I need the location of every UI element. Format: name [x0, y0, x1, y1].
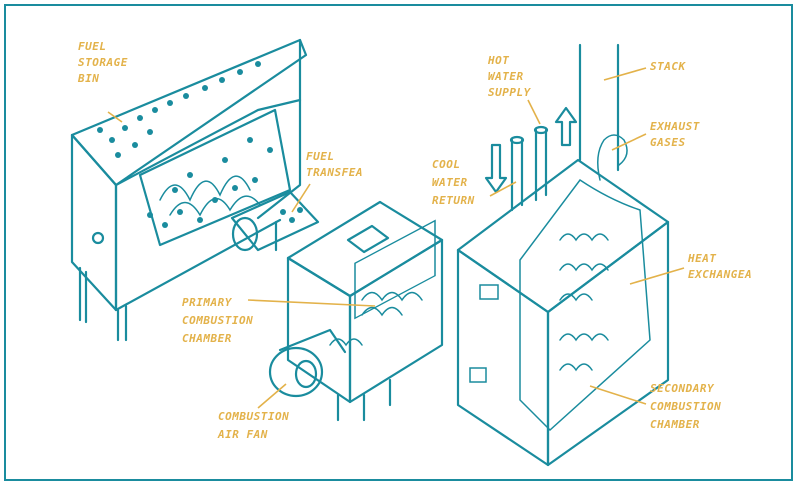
label-combustion-air-fan: COMBUSTION AIR FAN — [217, 384, 289, 441]
svg-text:AIR FAN: AIR FAN — [217, 428, 268, 441]
label-hot-water-supply: HOT WATER SUPPLY — [487, 54, 540, 124]
boiler-unit — [458, 45, 668, 465]
label-fuel-storage-bin: FUEL STORAGE BIN — [77, 40, 128, 122]
svg-text:FUEL: FUEL — [306, 150, 335, 163]
svg-text:GASES: GASES — [650, 136, 686, 149]
svg-text:STORAGE: STORAGE — [78, 56, 128, 69]
primary-combustion-chamber — [270, 202, 442, 420]
svg-text:COMBUSTION: COMBUSTION — [218, 410, 289, 423]
svg-text:BIN: BIN — [77, 72, 99, 85]
label-fuel-transfer: FUEL TRANSFEA — [292, 150, 363, 212]
svg-text:COMBUSTION: COMBUSTION — [650, 400, 721, 413]
svg-text:STACK: STACK — [650, 60, 686, 73]
svg-text:COMBUSTION: COMBUSTION — [182, 314, 253, 327]
svg-text:CHAMBER: CHAMBER — [182, 332, 232, 345]
label-secondary-combustion-chamber: SECONDARY COMBUSTION CHAMBER — [590, 382, 721, 431]
fuel-storage-bin — [72, 40, 318, 340]
svg-text:HOT: HOT — [487, 54, 509, 67]
svg-text:RETURN: RETURN — [432, 194, 475, 207]
svg-text:EXCHANGEA: EXCHANGEA — [688, 268, 752, 281]
svg-text:SECONDARY: SECONDARY — [650, 382, 715, 395]
svg-text:COOL: COOL — [432, 158, 461, 171]
svg-text:WATER: WATER — [432, 176, 468, 189]
svg-text:HEAT: HEAT — [687, 252, 717, 265]
svg-text:FUEL: FUEL — [78, 40, 107, 53]
svg-text:TRANSFEA: TRANSFEA — [306, 166, 363, 179]
label-primary-combustion-chamber: PRIMARY COMBUSTION CHAMBER — [182, 296, 375, 345]
svg-text:CHAMBER: CHAMBER — [650, 418, 700, 431]
label-exhaust-gases: EXHAUST GASES — [612, 120, 700, 150]
svg-text:PRIMARY: PRIMARY — [182, 296, 233, 309]
svg-text:WATER: WATER — [488, 70, 524, 83]
svg-text:EXHAUST: EXHAUST — [650, 120, 700, 133]
svg-text:SUPPLY: SUPPLY — [488, 86, 532, 99]
label-heat-exchanger: HEAT EXCHANGEA — [630, 252, 752, 284]
label-stack: STACK — [604, 60, 686, 80]
